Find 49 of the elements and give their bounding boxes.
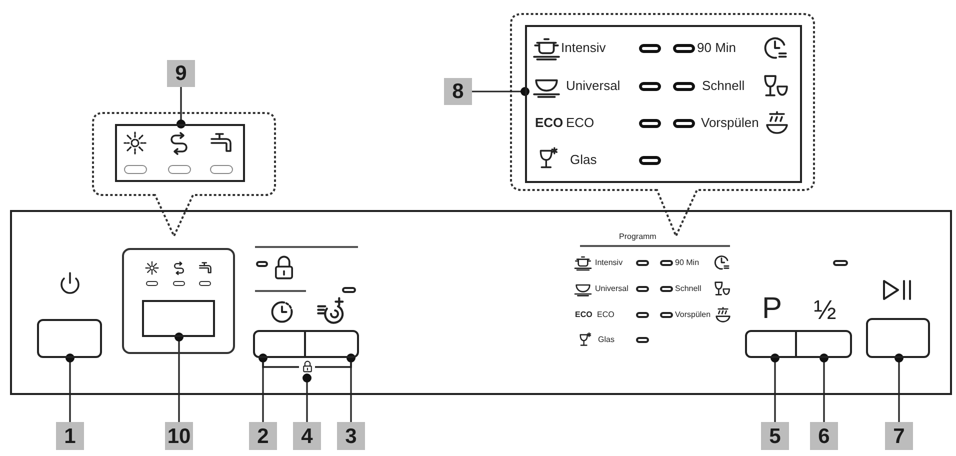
program-button [745,330,797,358]
key-label: P [762,294,782,324]
program-label: Intensiv [595,259,623,267]
extra-option-button [304,330,359,358]
key-label: ½ [814,297,836,324]
leader-line [176,87,186,128]
program-label: Schnell [702,79,745,92]
timer-button [253,330,306,358]
program-label: ECO [597,311,614,319]
leader-line [346,354,356,422]
callout-number: 1 [56,422,84,450]
eco-symbol-label: ECO [575,311,592,319]
program-label: Vorspülen [675,311,711,319]
indicator-closeup-panel [115,124,245,182]
program-label: Universal [566,79,620,92]
program-label: Glas [598,336,614,344]
program-label: Glas [570,153,597,166]
callout-number: 3 [337,422,365,450]
program-label: 90 Min [697,41,736,54]
program-label: Vorspülen [701,116,759,129]
leader-line [894,354,904,422]
callout-number: 6 [810,422,838,450]
leader-line [770,354,780,422]
callout-number: 4 [293,422,321,450]
callout-number: 8 [444,78,472,105]
leader-line [258,354,268,422]
callout-number: 2 [249,422,277,450]
program-label: ECO [566,116,594,129]
program-label: 90 Min [675,259,700,267]
callout-number: 10 [165,422,193,450]
callout-number: 9 [167,60,195,87]
power-button [37,319,102,358]
callout-number: 5 [761,422,789,450]
section-heading: Programm [619,233,656,241]
leader-line [820,354,828,422]
display-window [142,300,215,337]
control-panel [10,210,952,395]
start-pause-button [866,318,930,358]
leader-line [472,87,530,96]
program-label: Universal [595,285,628,293]
leader-line [174,332,184,422]
leader-line [66,354,74,422]
program-label: Intensiv [561,41,606,54]
eco-symbol-label: ECO [535,116,564,129]
leader-line [302,374,312,422]
half-load-button [795,330,852,358]
program-closeup-panel [525,25,802,183]
callout-number: 7 [885,422,913,450]
program-label: Schnell [675,285,702,293]
